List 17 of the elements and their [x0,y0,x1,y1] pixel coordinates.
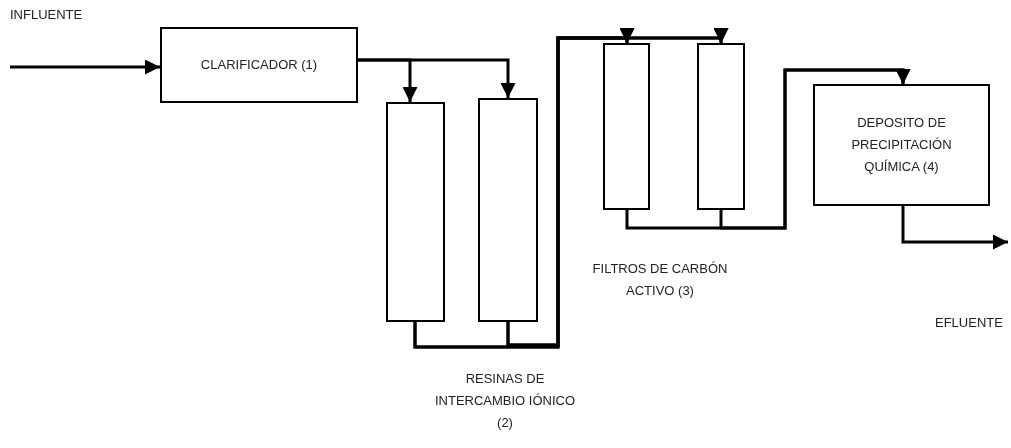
unit-label: RESINAS DE INTERCAMBIO IÓNICO (2) [433,370,577,432]
flow-arrow [901,206,1008,250]
flow-arrow [719,68,911,230]
process-label: CLARIFICADOR (1) [199,56,319,74]
process-box [813,84,990,206]
column-box [386,102,445,322]
column-box [603,43,650,210]
process-box [160,27,358,103]
stream-label: EFLUENTE [935,314,1004,332]
flow-arrow [358,58,516,98]
flow-arrow [10,59,160,75]
column-box [478,98,538,322]
process-label: DEPOSITO DE PRECIPITACIÓN QUÍMICA (4) [850,114,953,176]
flow-arrow [506,28,729,347]
stream-label: INFLUENTE [10,6,84,24]
unit-label: FILTROS DE CARBÓN ACTIVO (3) [591,260,729,300]
column-box [697,43,745,210]
